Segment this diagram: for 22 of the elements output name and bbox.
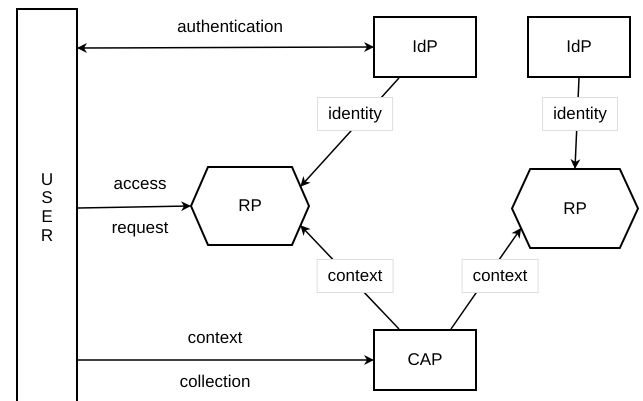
node-label: IdP: [412, 37, 438, 57]
edge-label: access request: [110, 173, 170, 239]
hexagon-node: [190, 166, 310, 246]
process-box: [527, 16, 631, 78]
node-label: CAP: [408, 350, 442, 370]
user-bar: [16, 8, 78, 401]
node-label: RP: [563, 198, 587, 218]
edge-label: identity: [317, 97, 393, 131]
edge-label: context collection: [178, 327, 252, 393]
arrow: [78, 201, 191, 212]
arrow: [78, 355, 374, 365]
arrow: [77, 42, 374, 53]
edge-label: context: [316, 259, 394, 293]
edge-label: context: [462, 259, 538, 293]
hexagon-node: [511, 168, 639, 249]
edge-label: identity: [542, 97, 618, 131]
process-box: [373, 329, 477, 391]
process-box: [373, 16, 477, 78]
node-label: USER: [40, 170, 54, 246]
node-label: RP: [238, 196, 262, 216]
node-label: IdP: [566, 37, 592, 57]
edge-label: authentication: [177, 17, 283, 37]
